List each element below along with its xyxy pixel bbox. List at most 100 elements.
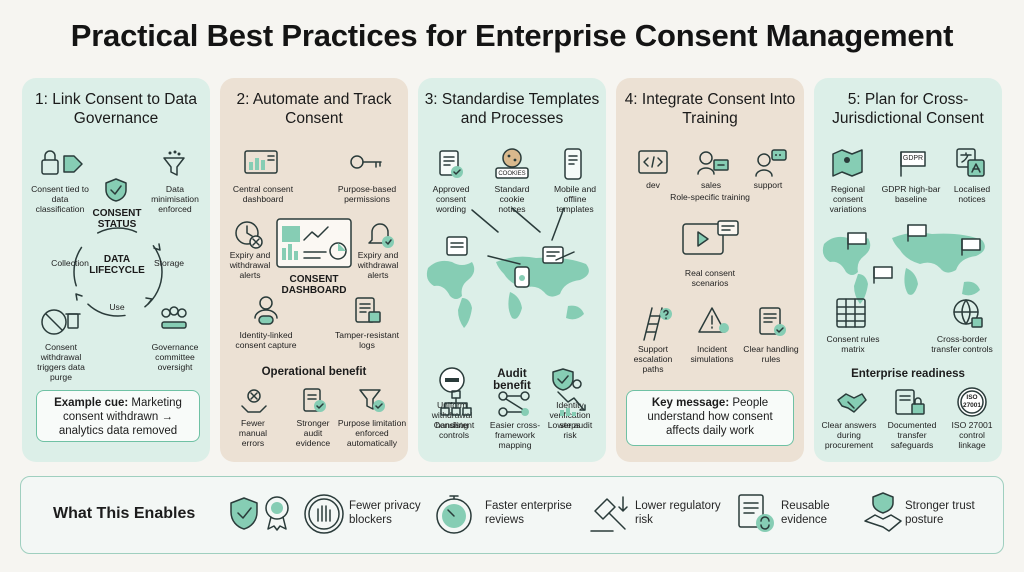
panel-heading: 2: Automate and Track Consent [236,91,392,127]
iso-tag: ISO 27001 [962,394,982,409]
hands-x-icon [240,388,268,414]
benefit-item: Consistent controls [433,420,475,440]
doc-recycle-icon [737,493,777,535]
iso-badge-icon [956,386,988,420]
consent-tied-label: Consent tied to data classification [31,184,89,214]
mobile-icon [562,148,584,180]
hierarchy-icon [440,390,472,418]
enables-strip: What This Enables Fewer privacy blockers… [20,476,1004,554]
key-cue-label: Key message: [651,397,733,409]
lifecycle-label: DATA LIFECYCLE [89,254,145,276]
translate-icon [956,148,986,178]
benefit-item: Documented transfer safeguards [887,420,937,450]
gdpr-tag: GDPR [902,155,924,162]
benefit-title: Operational benefit [261,366,367,378]
identity-label: Identity-linked consent capture [235,330,297,350]
panel-automate: 2: Automate and Track Consent Central co… [220,78,408,462]
cookie-label: Standard cookie notices [494,184,530,214]
filter-icon [162,150,186,178]
central-label: Central consent dashboard [232,184,294,204]
regional-label: Regional consent variations [829,184,867,214]
benefit-item: Clear answers during procurement [821,420,877,450]
cookie-icon [494,148,530,180]
enables-item: Reusable evidence [781,500,830,526]
panel-jurisdiction: 5: Plan for Cross-Jurisdictional Consent… [814,78,1002,462]
scenarios-label: Real consent scenarios [684,268,736,288]
example-cue-box: Example cue: Marketing consent withdrawn… [36,390,200,442]
enables-item: Fewer privacy blockers [349,500,421,526]
award-badge-icon [263,495,291,531]
matrix-icon [836,298,866,328]
governance-label: Governance committee oversight [151,342,199,372]
panel-training: 4: Integrate Consent Into Training dev s… [616,78,804,462]
doc-map-icon-1 [446,236,468,256]
shield-check-icon [105,178,127,202]
headset-icon [696,148,730,176]
doc-map-icon-2 [514,266,530,288]
collection-label: Collection [51,258,89,268]
benefit-item: Purpose limitation enforced automaticall… [337,418,407,448]
rules-doc-icon [758,306,788,338]
safeguard-docs-icon [894,388,926,418]
benefit-title: Enterprise readiness [851,368,965,380]
map-flag-4 [872,266,894,284]
dev-label: dev [646,180,660,190]
benefit-item: Fewer manual errors [238,418,268,448]
mapping-icon [498,390,530,418]
lock-tag-icon [40,150,84,178]
globe-lock-icon [952,298,984,330]
map-flag-2 [906,224,928,242]
chart-down-icon [556,388,588,418]
map-flag-1 [846,232,868,250]
gdpr-label: GDPR high-bar baseline [881,184,941,204]
stop-hand-icon [303,493,345,535]
key-cue-text: People understand how consent affects da… [647,397,773,437]
key-message-box: Key message: People understand how conse… [626,390,794,446]
localised-label: Localised notices [953,184,991,204]
page-title: Practical Best Practices for Enterprise … [70,18,954,53]
enables-title: What This Enables [53,505,196,522]
person-link-icon [252,296,280,326]
consent-status-label: CONSENT STATUS [92,208,142,230]
expiry-left-label: Expiry and withdrawal alerts [229,250,271,280]
stopwatch-icon [433,493,475,535]
data-min-label: Data minimisation enforced [151,184,199,214]
shield-user-icon [552,368,582,394]
shield-check-icon [229,497,259,531]
cross-label: Cross-border transfer controls [931,334,993,354]
panel-standardise: 3: Standardise Templates and Processes A… [418,78,606,462]
example-cue-label: Example cue: [54,397,132,409]
audit-benefit-title: Audit benefit [493,368,531,392]
log-lock-icon [354,296,382,326]
mobile-label: Mobile and offline templates [553,184,597,214]
role-label: Role-specific training [670,192,750,202]
dashboard-label: CONSENT DASHBOARD [281,274,347,296]
funnel-check-icon [358,388,386,414]
clock-alert-icon [234,220,264,250]
central-dashboard-icon [276,218,352,272]
escalation-label: Support escalation paths [633,344,673,374]
video-scenario-icon [682,220,740,260]
committee-icon [158,306,190,334]
panel-heading: 1: Link Consent to Data Governance [35,91,197,127]
warning-icon [698,306,730,336]
ladder-icon [640,306,672,342]
tamper-label: Tamper-resistant logs [335,330,399,350]
panel-heading: 5: Plan for Cross-Jurisdictional Consent [832,91,984,127]
approved-label: Approved consent wording [432,184,470,214]
lifecycle-cycle [66,218,170,322]
handshake-icon [836,390,868,416]
sales-label: sales [700,180,722,190]
flow-arrows [448,196,578,276]
clear-label: Clear handling rules [743,344,799,364]
doc-check-icon [300,388,328,414]
example-cue-text: Marketing consent withdrawn → analytics … [58,397,182,437]
expiry-right-label: Expiry and withdrawal alerts [357,250,399,280]
storage-label: Storage [153,258,185,268]
map-flag-3 [960,238,982,256]
benefit-item: Lower audit risk [547,420,593,440]
purpose-label: Purpose-based permissions [337,184,397,204]
enables-item: Faster enterprise reviews [485,500,572,526]
use-label: Use [109,302,125,312]
no-trash-icon [40,306,81,338]
